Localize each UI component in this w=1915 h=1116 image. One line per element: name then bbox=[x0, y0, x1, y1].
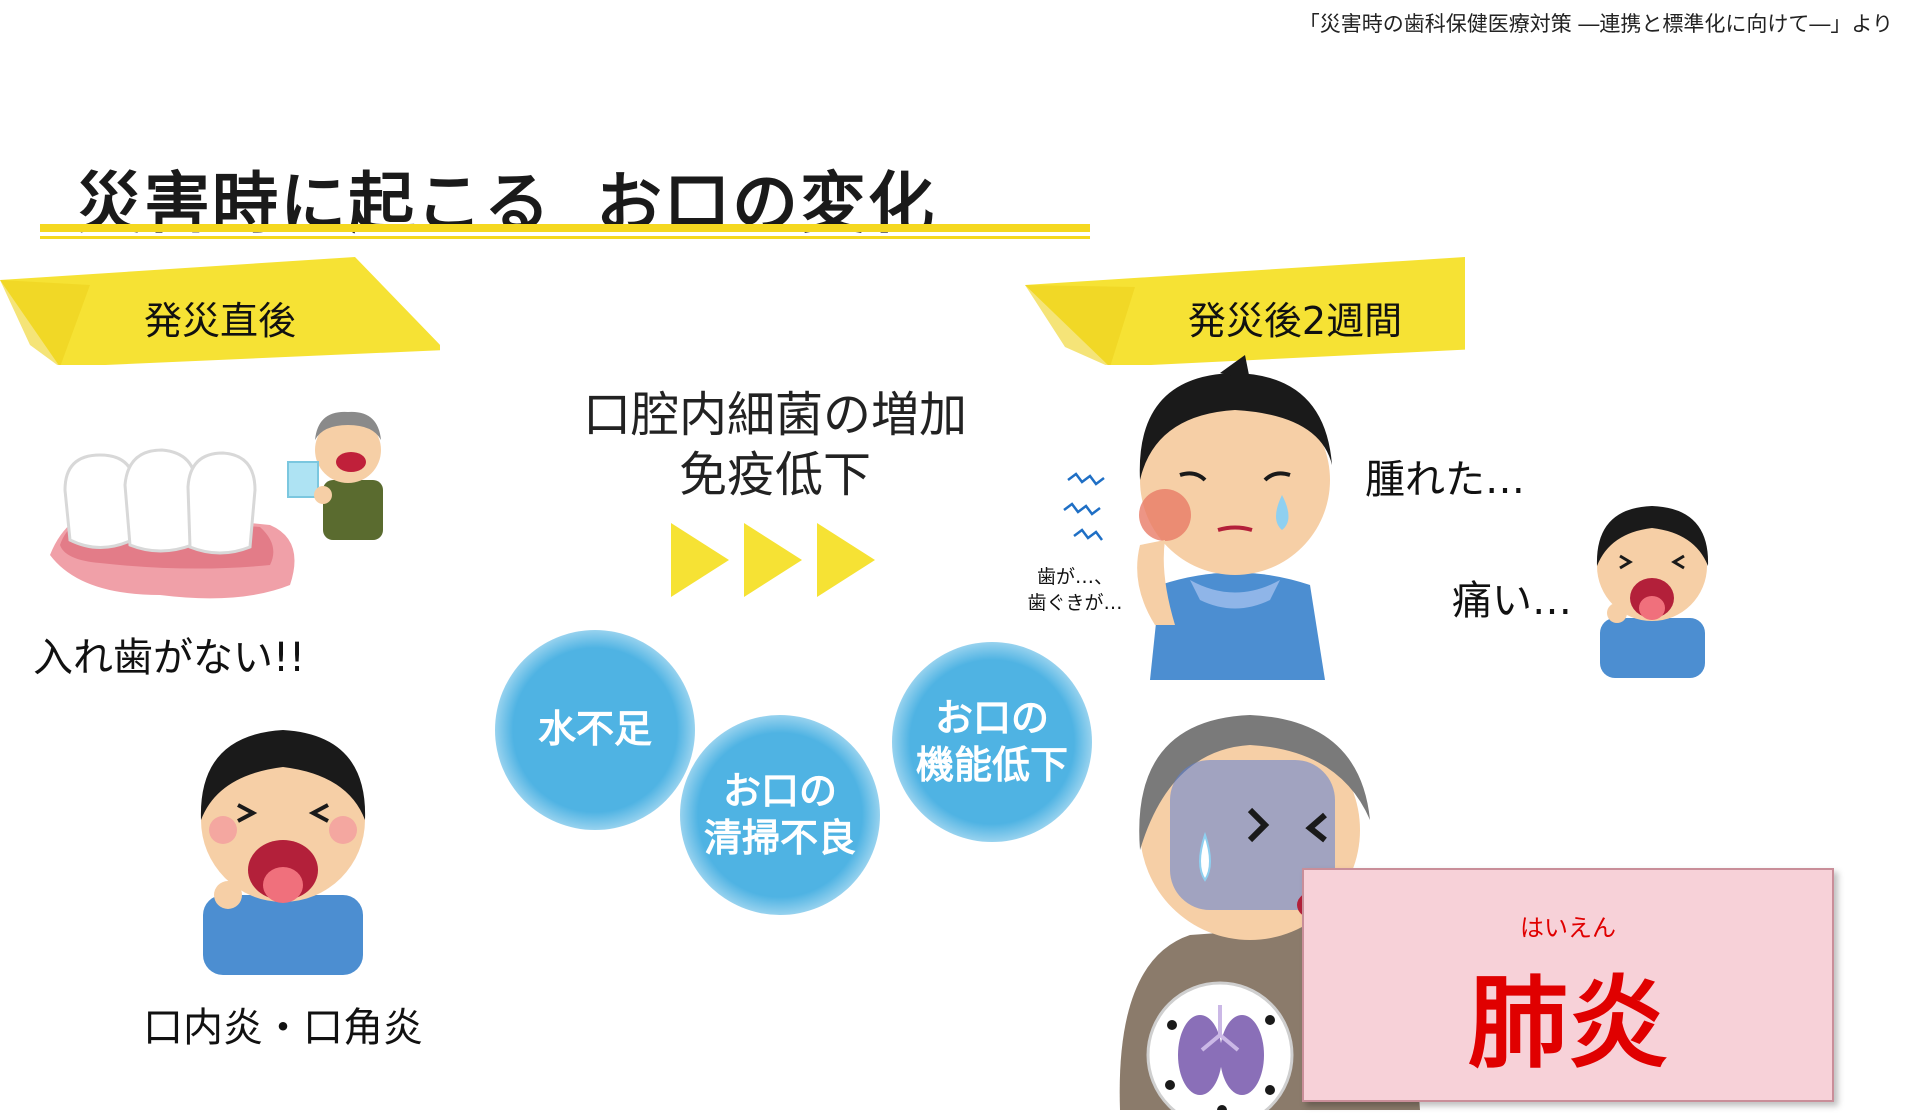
ribbon-left bbox=[0, 257, 440, 365]
source-note: 「災害時の歯科保健医療対策 ―連携と標準化に向けて―」より bbox=[1298, 12, 1893, 36]
ribbon-left-label: 発災直後 bbox=[143, 299, 296, 343]
bubble-function-line1: お口の bbox=[934, 695, 1049, 740]
boy-swollen-cheek-illustration bbox=[1137, 355, 1332, 680]
bubble-cleaning-line1: お口の bbox=[722, 768, 837, 813]
elderly-man-illustration bbox=[287, 411, 383, 540]
title-underline bbox=[40, 224, 1090, 232]
bubble-poor-cleaning: お口の清掃不良 bbox=[680, 715, 880, 915]
pneumonia-label: 肺炎 bbox=[1468, 965, 1668, 1082]
boy-tongue-sore-illustration bbox=[1596, 506, 1709, 678]
pain-mark-icon bbox=[1063, 472, 1105, 541]
immunity-decline-text: 免疫低下 bbox=[678, 447, 871, 503]
stomatitis-label: 口内炎・口角炎 bbox=[143, 1005, 423, 1051]
arrow-icon bbox=[817, 523, 875, 597]
tooth-pain-line1: 歯が…、 bbox=[1036, 566, 1113, 588]
bubble-cleaning-line2: 清掃不良 bbox=[703, 816, 856, 860]
bubble-water-shortage: 水不足 bbox=[495, 630, 695, 830]
ribbon-right-label: 発災後2週間 bbox=[1187, 299, 1403, 343]
pneumonia-box: はいえん 肺炎 bbox=[1302, 868, 1834, 1102]
bubble-function-decline: お口の機能低下 bbox=[892, 642, 1092, 842]
title-underline-thin bbox=[40, 236, 1090, 239]
bubble-function-line2: 機能低下 bbox=[915, 743, 1068, 787]
swollen-label: 腫れた… bbox=[1365, 457, 1525, 503]
no-dentures-label: 入れ歯がない!! bbox=[33, 635, 306, 681]
boy-mouth-sore-illustration bbox=[200, 730, 366, 975]
arrow-icon bbox=[671, 523, 729, 597]
ribbon-right bbox=[1025, 257, 1465, 365]
arrow-icon bbox=[744, 523, 802, 597]
bubble-water-label: 水不足 bbox=[537, 707, 652, 752]
bacteria-increase-text: 口腔内細菌の増加 bbox=[582, 387, 967, 443]
tooth-gum-pain-note: 歯が…、 歯ぐきが… bbox=[1000, 565, 1150, 616]
pneumonia-reading: はいえん bbox=[1520, 914, 1616, 942]
painful-label: 痛い… bbox=[1452, 578, 1572, 624]
denture-illustration bbox=[50, 448, 295, 599]
tooth-pain-line2: 歯ぐきが… bbox=[1027, 591, 1123, 614]
